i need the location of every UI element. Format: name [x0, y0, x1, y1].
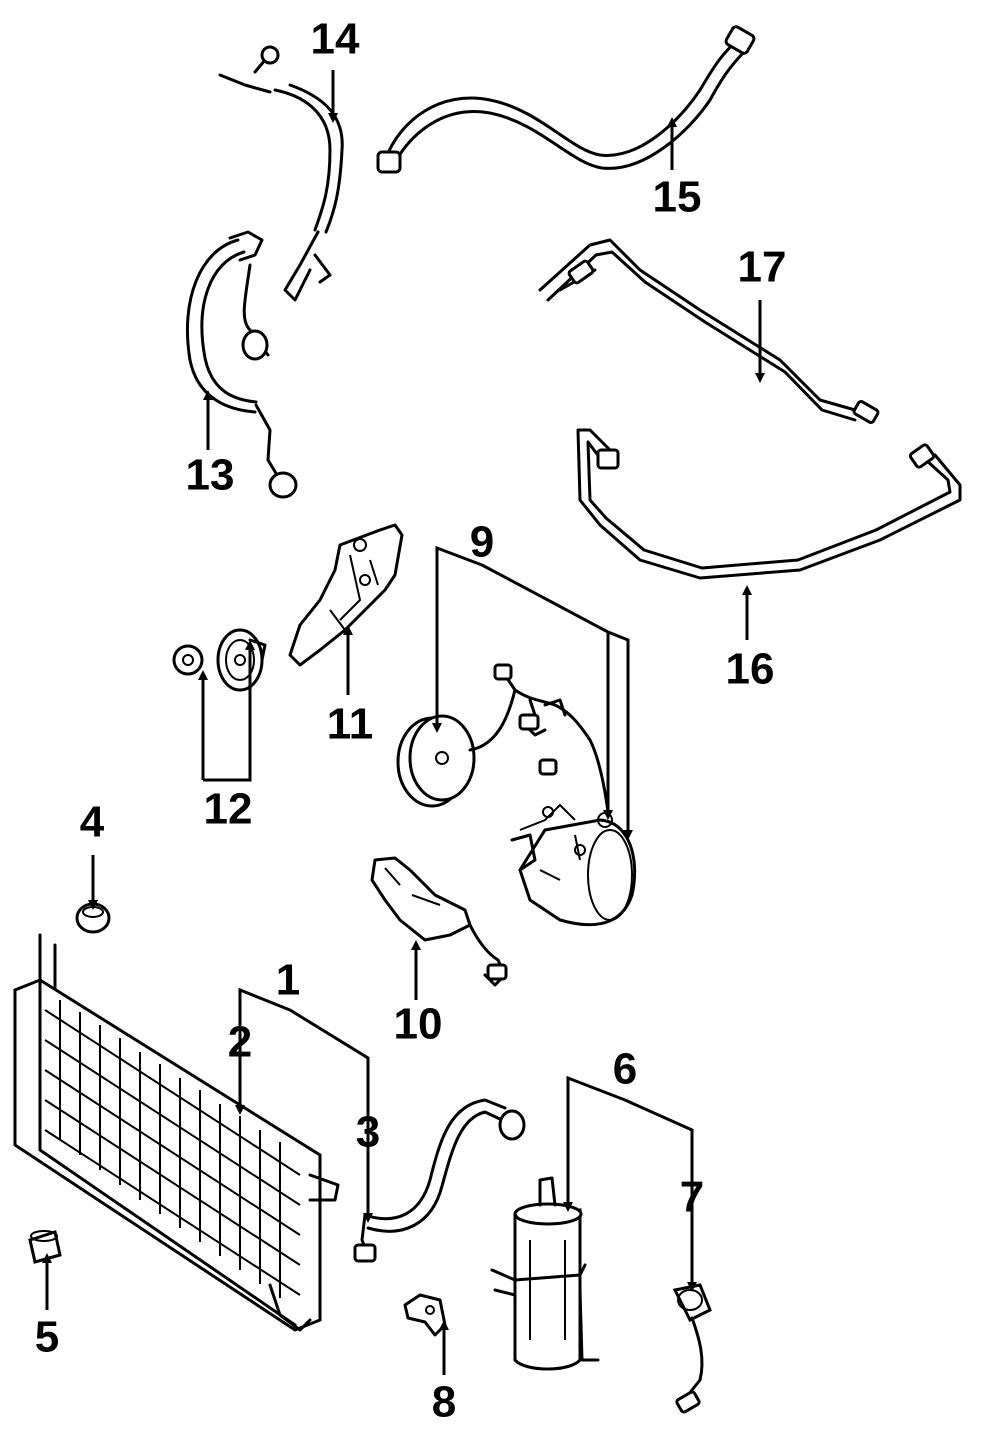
part-13-hose: [185, 230, 298, 499]
callout-11: 11: [327, 700, 374, 749]
part-7-pressure-switch: [672, 1283, 712, 1414]
callout-labels: 14 15 17 13 9 16 11 12 4 1 10 2 6 3 7 5 …: [35, 15, 787, 1427]
part-11-bracket: [288, 523, 404, 667]
callout-1: 1: [276, 956, 300, 1005]
callout-4: 4: [80, 798, 105, 847]
part-5-mount: [28, 1230, 62, 1264]
part-3-hose: [353, 1098, 526, 1263]
part-8-bracket: [403, 1293, 447, 1337]
part-2-condenser: [13, 933, 340, 1332]
part-16-tube: [576, 428, 962, 580]
part-15-hose: [376, 25, 756, 174]
callout-10: 10: [394, 1000, 443, 1049]
part-10-bracket: [370, 856, 508, 987]
callout-9: 9: [470, 518, 494, 567]
callout-3: 3: [356, 1108, 380, 1157]
callout-6: 6: [613, 1045, 637, 1094]
callout-15: 15: [653, 173, 702, 222]
callout-8: 8: [432, 1378, 456, 1427]
callout-lines: [42, 70, 765, 1375]
callout-14: 14: [311, 15, 360, 64]
part-4-mount: [75, 902, 111, 934]
part-6-receiver-drier: [490, 1176, 600, 1371]
part-17-tube: [538, 238, 880, 424]
part-9-compressor: [510, 803, 637, 927]
callout-13: 13: [186, 451, 235, 500]
part-9-clutch: [396, 663, 610, 814]
callout-16: 16: [726, 645, 775, 694]
callout-7: 7: [680, 1173, 704, 1222]
callout-5: 5: [35, 1313, 59, 1362]
callout-2: 2: [228, 1018, 252, 1067]
callout-17: 17: [738, 243, 787, 292]
callout-12: 12: [204, 785, 253, 834]
part-14-hose: [218, 45, 344, 302]
